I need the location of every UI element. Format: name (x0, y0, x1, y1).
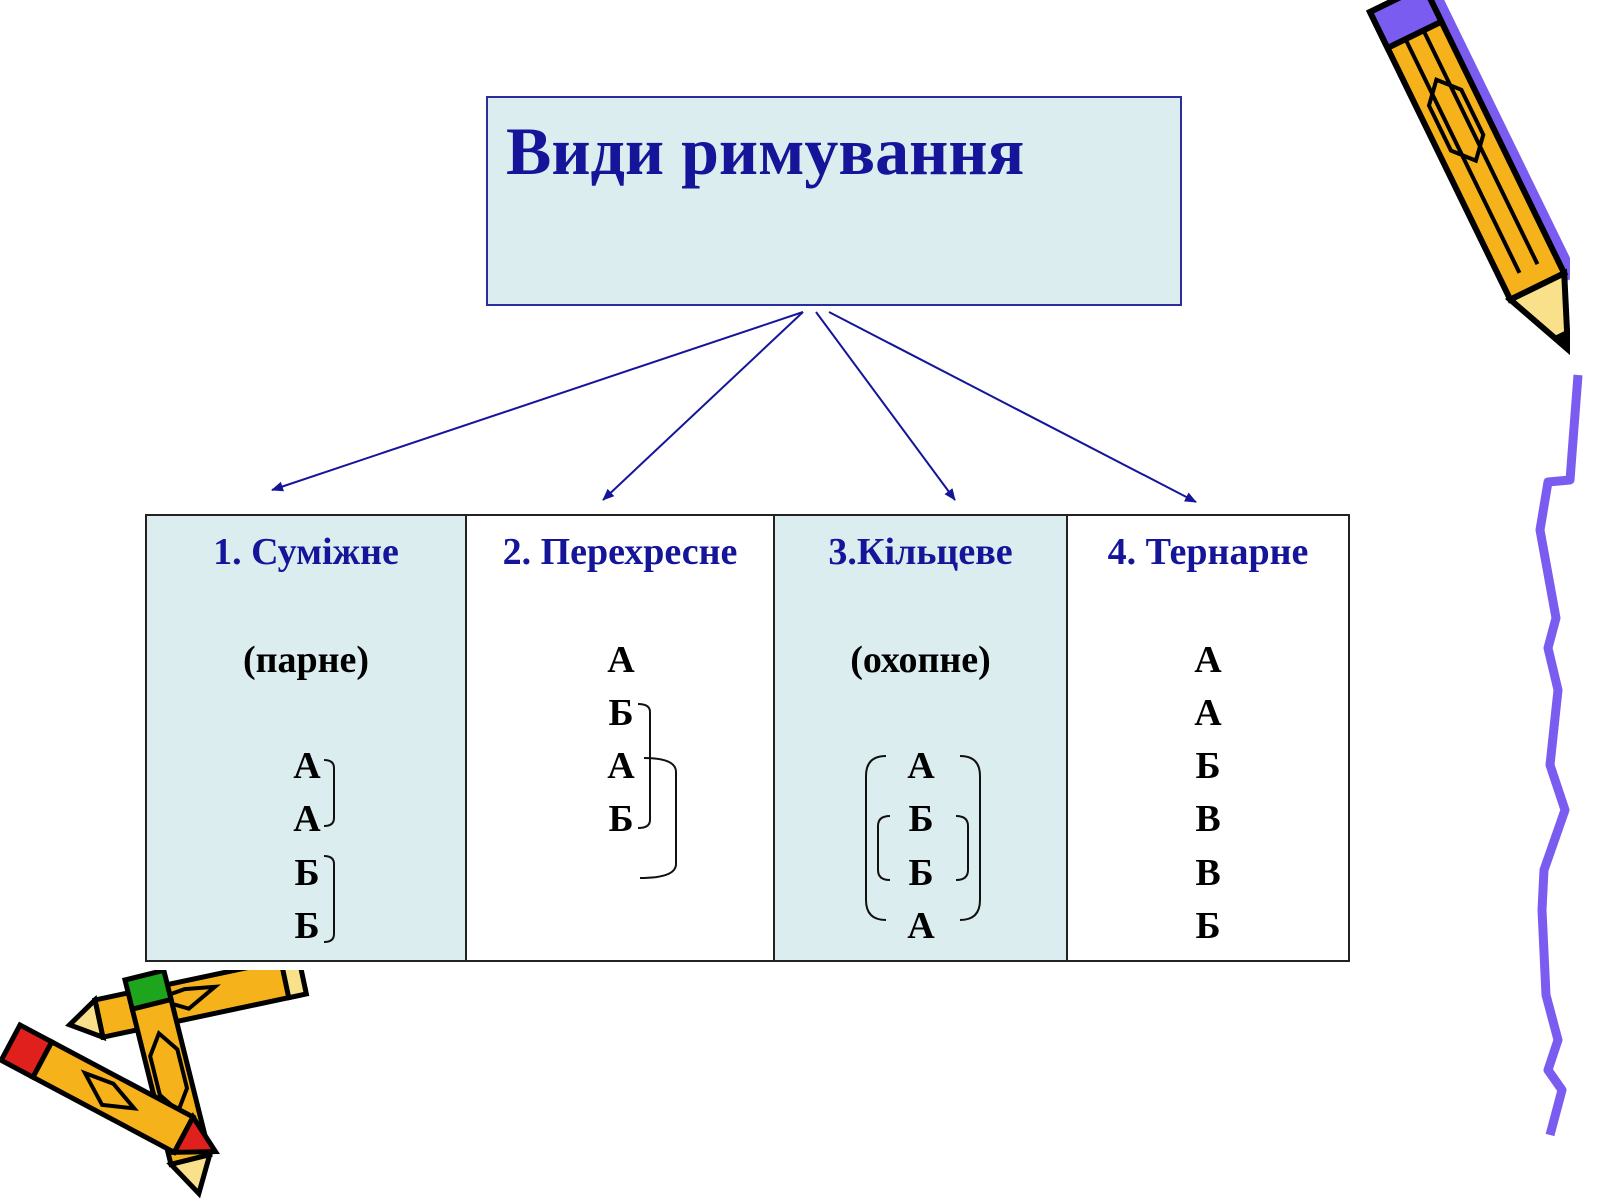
pencil-icon (1365, 0, 1570, 357)
arrow-to-column-4 (828, 311, 1197, 503)
rhyme-letter: Б (608, 692, 634, 734)
rhyme-letter: А (607, 639, 635, 681)
rhyme-letter: А (607, 745, 635, 787)
rhyme-letter: Б (908, 852, 934, 894)
squiggle-line-icon (1535, 374, 1583, 1137)
rhyme-letter: А (1194, 692, 1222, 734)
rhyme-letter: А (293, 798, 321, 840)
arrow-to-column-2 (602, 311, 804, 501)
arrow-to-column-1 (271, 311, 804, 492)
column-ternary: 4. Тернарне А А Б В В Б (1068, 516, 1348, 960)
rhyme-letter: Б (1195, 905, 1221, 947)
column-ring: 3.Кільцеве (охопне) А Б Б А (775, 516, 1068, 960)
rhyme-letter: А (1194, 639, 1222, 681)
column-title: 3.Кільцеве (828, 531, 1013, 573)
rhyme-letter: Б (908, 798, 934, 840)
rhyme-letter: А (907, 905, 935, 947)
column-subtitle: (охопне) (850, 639, 991, 681)
rhyme-letter: А (907, 745, 935, 787)
diagram-title: Види римування (506, 113, 1025, 189)
rhyme-letter: Б (294, 905, 320, 947)
pencils-icon (0, 970, 310, 1199)
column-title: 1. Суміжне (213, 531, 399, 573)
column-subtitle: (парне) (242, 639, 370, 681)
rhyme-letter: Б (608, 798, 634, 840)
column-title: 2. Перехресне (502, 531, 738, 573)
arrow-to-column-3 (815, 311, 956, 501)
title-box: Види римування (486, 96, 1182, 306)
rhyme-letter: В (1195, 852, 1221, 894)
rhyme-letter: А (293, 745, 321, 787)
rhyme-letter: В (1195, 798, 1221, 840)
column-adjacent: 1. Суміжне (парне) А А Б Б (147, 516, 467, 960)
rhyme-scheme-table: 1. Суміжне (парне) А А Б Б 2. Перехресне… (145, 514, 1350, 962)
rhyme-letter: Б (294, 852, 320, 894)
rhyme-letter: Б (1195, 745, 1221, 787)
column-cross: 2. Перехресне А Б А Б (467, 516, 775, 960)
column-title: 4. Тернарне (1107, 531, 1309, 573)
